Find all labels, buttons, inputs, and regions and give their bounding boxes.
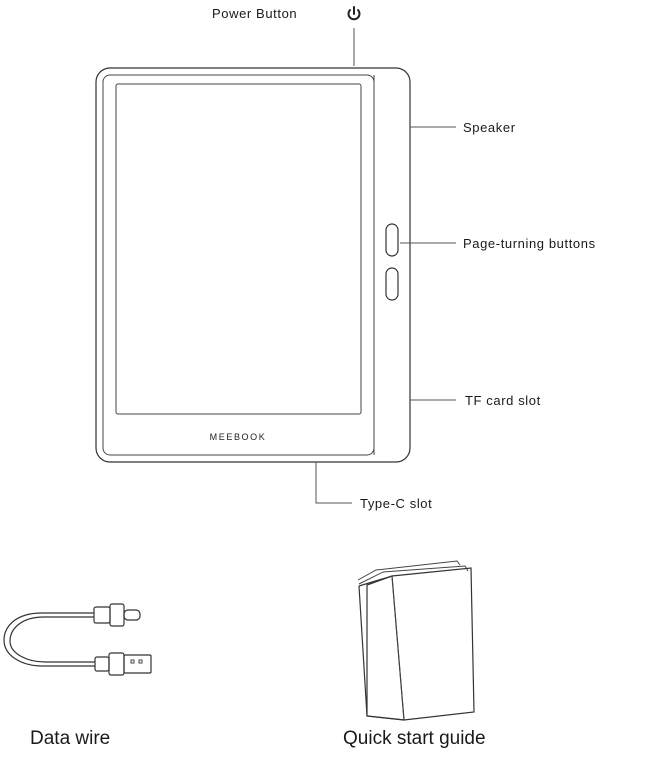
device-screen bbox=[115, 83, 362, 415]
type-c-slot-label: Type-C slot bbox=[360, 496, 432, 511]
power-button-label: Power Button bbox=[212, 6, 297, 21]
device-inner-frame bbox=[102, 74, 375, 456]
type-c-plug bbox=[93, 606, 111, 624]
page-turning-buttons-label: Page-turning buttons bbox=[463, 236, 596, 251]
tf-card-slot-label: TF card slot bbox=[465, 393, 541, 408]
device-outer-frame bbox=[95, 67, 411, 463]
data-wire-caption: Data wire bbox=[30, 728, 110, 749]
quick-start-guide-illustration bbox=[357, 560, 475, 721]
quick-start-guide-caption: Quick start guide bbox=[343, 728, 486, 749]
speaker-label: Speaker bbox=[463, 120, 516, 135]
page-down-button bbox=[385, 267, 399, 301]
power-icon bbox=[347, 6, 361, 21]
ereader-device: MEEBOOK bbox=[95, 67, 411, 463]
usb-a-plug bbox=[94, 656, 110, 672]
brand-logo: MEEBOOK bbox=[210, 432, 267, 442]
type-c-slot-leader bbox=[315, 462, 352, 504]
data-wire-illustration bbox=[3, 603, 152, 676]
page-up-button bbox=[385, 223, 399, 257]
